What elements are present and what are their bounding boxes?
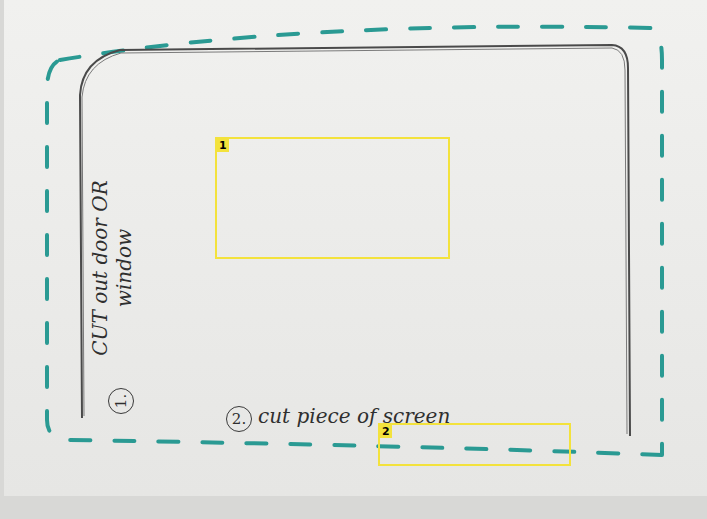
step-circle: 2.: [226, 406, 252, 432]
paper: [4, 0, 707, 496]
step-circle: 1.: [108, 388, 134, 414]
pencil-outline: [82, 48, 627, 434]
callout-number: 1: [217, 139, 229, 152]
pencil-outline: [80, 45, 630, 436]
cut-line-dashed: [47, 27, 662, 455]
instruction-text: CUT out door OR window: [88, 152, 136, 384]
step-number: 1.: [112, 394, 130, 408]
highlight-box: 1: [215, 137, 450, 259]
highlight-box: 2: [378, 423, 571, 466]
step-number: 2.: [232, 410, 246, 428]
instruction-text: cut piece of screen: [258, 404, 478, 428]
